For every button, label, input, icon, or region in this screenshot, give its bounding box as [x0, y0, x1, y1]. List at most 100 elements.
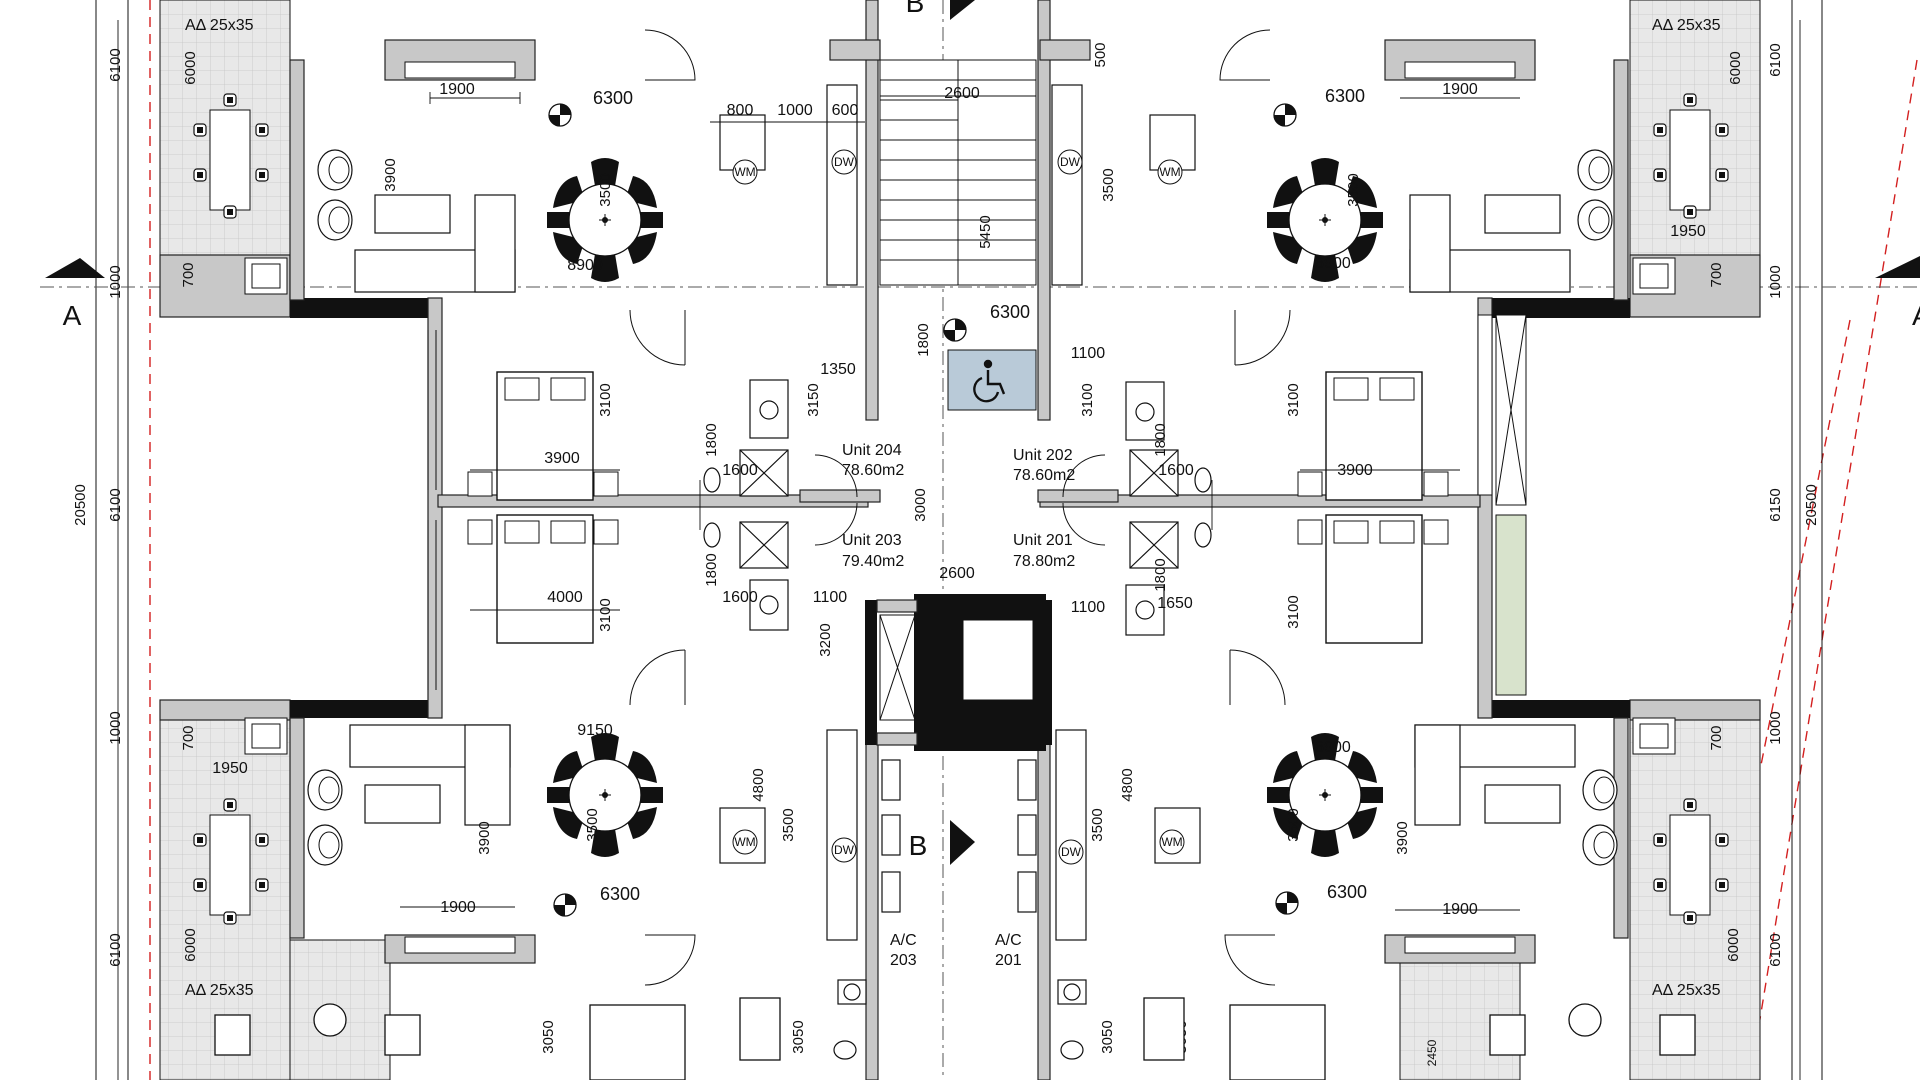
- dim-label: 1600: [1158, 462, 1194, 479]
- unit-label: Unit 201: [1013, 532, 1073, 549]
- bed: [496, 371, 594, 501]
- dim-label: 1100: [813, 589, 848, 606]
- dim-label: 3500: [597, 173, 614, 206]
- dim-label: 3500: [584, 808, 601, 841]
- section-arrow-icon: [45, 0, 1920, 865]
- dim-label: 8900: [1315, 739, 1351, 756]
- dishwasher-label: DW: [834, 843, 855, 857]
- dim-label: 1000: [1767, 711, 1784, 744]
- dim-label: 3100: [597, 598, 614, 631]
- dim-label: 800: [727, 102, 754, 119]
- dim-label: 1600: [722, 589, 758, 606]
- section-mark-b: B: [906, 0, 925, 18]
- dim-label: 1350: [820, 361, 856, 378]
- dim-label: 2600: [944, 85, 980, 102]
- dim-label: 1000: [1767, 265, 1784, 298]
- dim-label: 6300: [1325, 86, 1365, 106]
- dim-label: 3900: [476, 821, 493, 854]
- dim-label: 1650: [1157, 595, 1193, 612]
- dim-label: 6000: [1725, 928, 1742, 961]
- ac-units: [881, 759, 1037, 913]
- unit-label: Unit 204: [842, 442, 902, 459]
- dim-label: 6300: [990, 302, 1030, 322]
- ad-label: AΔ 25x35: [185, 17, 254, 34]
- dimension-lines: [117, 20, 1801, 1080]
- dim-label: 700: [180, 725, 197, 750]
- unit-area: 78.60m2: [1013, 467, 1075, 484]
- doors: [629, 29, 1291, 986]
- dim-label: 3500: [780, 808, 797, 841]
- dim-label: 700: [1708, 262, 1725, 287]
- ad-label: AΔ 25x35: [185, 982, 254, 999]
- dim-label: 9150: [577, 722, 613, 739]
- ad-label: AΔ 25x35: [1652, 17, 1721, 34]
- dim-label: 1800: [915, 323, 932, 356]
- dim-label: 1800: [1152, 558, 1169, 591]
- dim-label: 4800: [1119, 768, 1136, 801]
- dim-label: 6000: [1727, 51, 1744, 84]
- dim-label: 2600: [939, 565, 975, 582]
- wheelchair-icon: [973, 359, 1006, 403]
- dim-label: 3150: [805, 383, 822, 416]
- dim-label: 1900: [440, 899, 476, 916]
- lift-shaft: [879, 614, 1034, 721]
- dim-label: 20500: [72, 484, 89, 526]
- dim-label: 5450: [977, 215, 994, 248]
- dim-label: 20500: [1803, 484, 1820, 526]
- dim-label: 1000: [107, 265, 124, 298]
- dim-label: 6000: [182, 51, 199, 84]
- dim-label: 1900: [439, 81, 475, 98]
- dim-label: 8900: [567, 257, 603, 274]
- section-mark-b: B: [909, 830, 928, 861]
- dim-label: 2450: [1425, 1039, 1439, 1066]
- dim-label: 3500: [1089, 808, 1106, 841]
- dim-label: 700: [180, 262, 197, 287]
- dim-label: 3050: [790, 1020, 807, 1053]
- dishwasher-label: DW: [1060, 155, 1081, 169]
- dim-label: 3050: [540, 1020, 557, 1053]
- section-mark-a: A: [1912, 300, 1920, 331]
- bed: [1325, 371, 1423, 501]
- dim-label: 1100: [1071, 345, 1106, 362]
- dim-label: 6100: [107, 488, 124, 521]
- dim-label: 4000: [547, 589, 583, 606]
- dim-label: 1900: [1442, 901, 1478, 918]
- dim-label: 1800: [703, 553, 720, 586]
- washing-machine-label: WM: [1161, 835, 1182, 849]
- dim-label: 3200: [817, 623, 834, 656]
- dim-label: 1800: [1152, 423, 1169, 456]
- ac-label: A/C: [890, 932, 917, 949]
- dim-label: 3900: [382, 158, 399, 191]
- dim-label: 6300: [593, 88, 633, 108]
- dim-label: 600: [832, 102, 859, 119]
- dim-label: 3100: [1079, 383, 1096, 416]
- unit-label: Unit 202: [1013, 447, 1073, 464]
- washing-machine-label: WM: [734, 835, 755, 849]
- dim-label: 3050: [1099, 1020, 1116, 1053]
- dim-label: 6100: [1767, 933, 1784, 966]
- windows: [404, 61, 1527, 954]
- dim-label: 1100: [1071, 599, 1106, 616]
- walls: [159, 0, 1761, 1080]
- dim-label: 1800: [703, 423, 720, 456]
- unit-area: 78.80m2: [1013, 553, 1075, 570]
- dim-label: 6100: [107, 933, 124, 966]
- dim-label: 3500: [1285, 808, 1302, 841]
- staircase: [879, 59, 1037, 286]
- ac-label: 201: [995, 952, 1022, 969]
- dim-label: 3500: [1345, 173, 1362, 206]
- ad-label: AΔ 25x35: [1652, 982, 1721, 999]
- unit-area: 78.60m2: [842, 462, 904, 479]
- dining-table: [546, 732, 664, 858]
- dim-label: 1900: [1442, 81, 1478, 98]
- dim-label: 6000: [182, 928, 199, 961]
- dim-label: 6100: [1767, 43, 1784, 76]
- dim-label: 3500: [1100, 168, 1117, 201]
- washing-machine-label: WM: [734, 165, 755, 179]
- dim-label: 3100: [597, 383, 614, 416]
- dim-label: 500: [1092, 42, 1109, 67]
- dim-label: 3900: [544, 450, 580, 467]
- section-mark-a: A: [63, 300, 82, 331]
- dishwasher-label: DW: [1061, 845, 1082, 859]
